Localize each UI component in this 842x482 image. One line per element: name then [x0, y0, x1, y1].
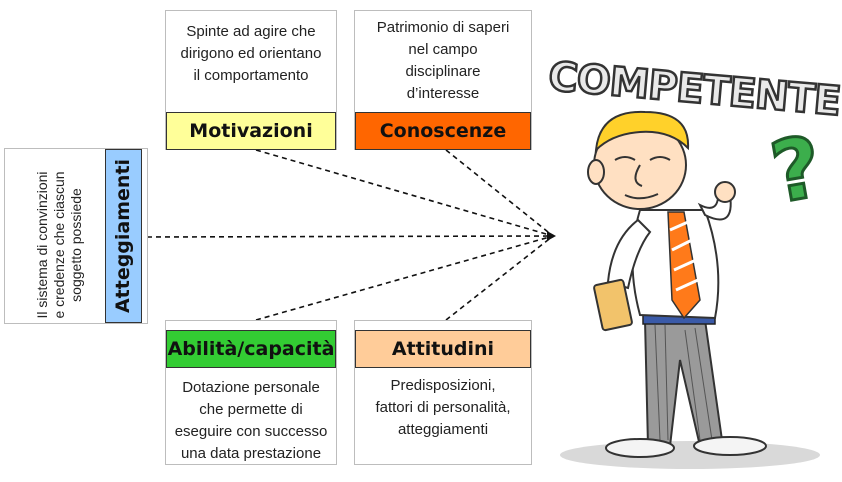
connector-atteggiamenti	[146, 235, 554, 238]
conoscenze-description: Patrimonio di saperi nel campo disciplin…	[376, 19, 510, 102]
atteggiamenti-label: Atteggiamenti	[105, 149, 142, 323]
abilita-description: Dotazione personale che permette di eseg…	[174, 379, 328, 462]
convergence-point	[547, 231, 556, 241]
conoscenze-label: Conoscenze	[355, 112, 531, 150]
connector-abilita	[255, 235, 554, 321]
motivazioni-label: Motivazioni	[166, 112, 336, 150]
abilita-label: Abilità/capacità	[166, 330, 336, 368]
connector-motivazioni	[255, 149, 554, 237]
connector-conoscenze	[445, 149, 554, 237]
motivazioni-description: Spinte ad agire che dirigono ed orientan…	[180, 23, 322, 84]
competente-title: COMPETENTE	[547, 54, 842, 125]
attitudini-label: Attitudini	[355, 330, 531, 368]
question-mark-graphic: ?	[764, 117, 829, 222]
attitudini-description: Predisposizioni, fattori di personalità,…	[375, 377, 511, 438]
connector-attitudini	[445, 235, 554, 321]
